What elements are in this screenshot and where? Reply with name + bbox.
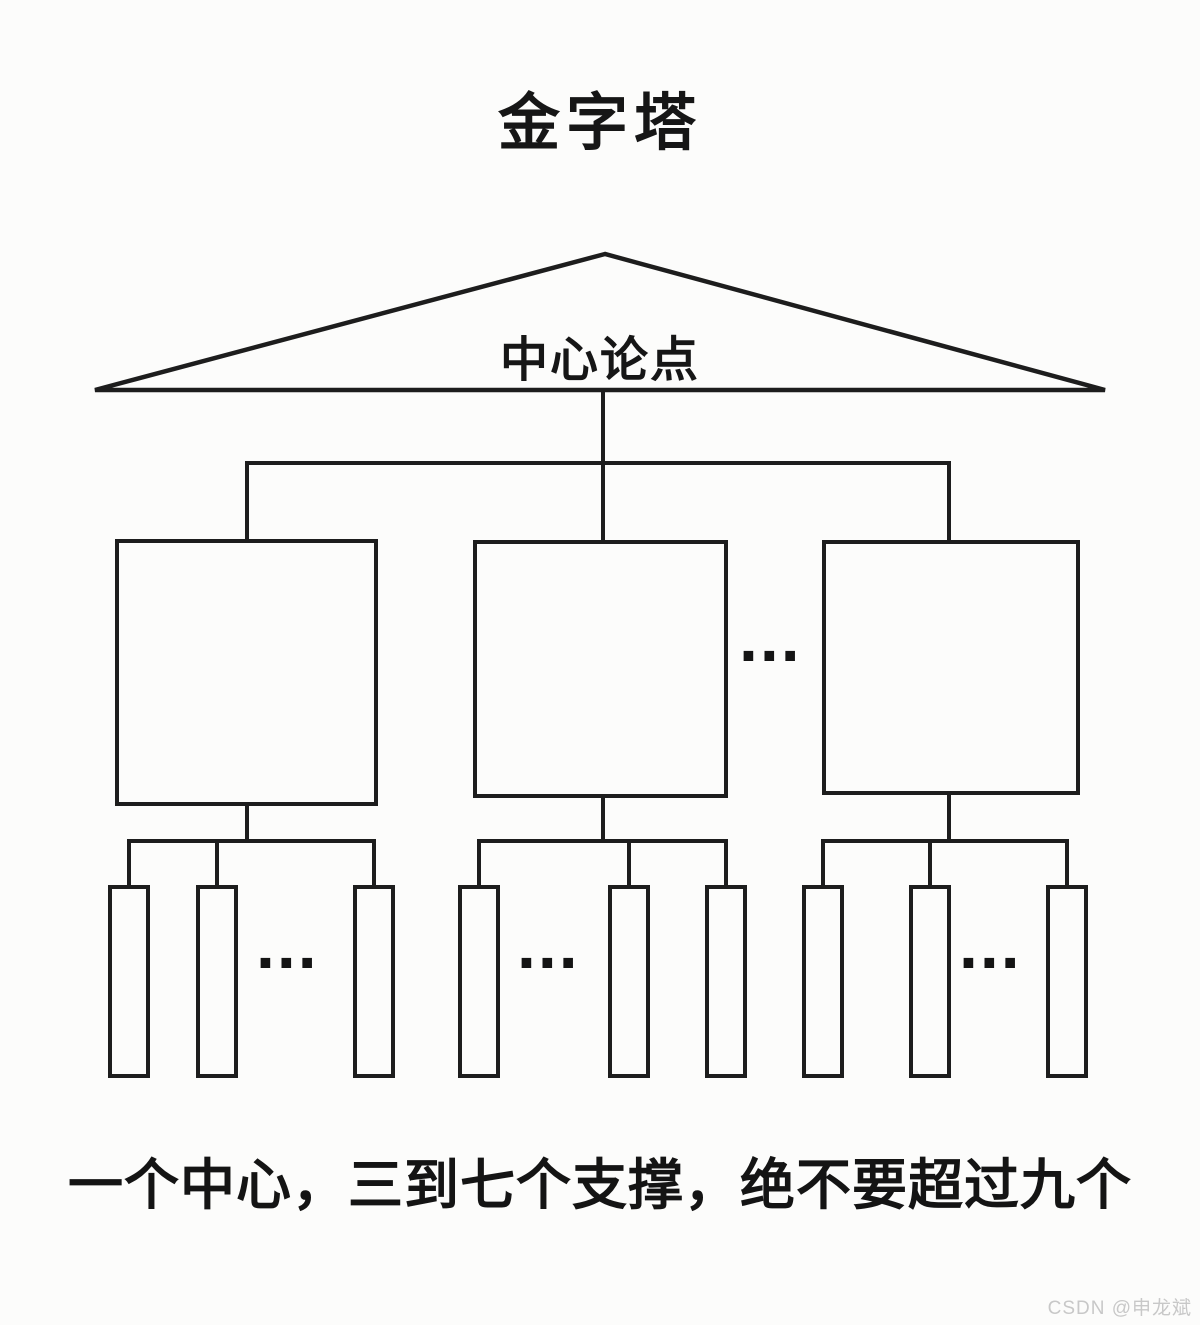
caption: 一个中心，三到七个支撑，绝不要超过九个 [67, 1154, 1132, 1216]
ellipsis-group3: ... [959, 907, 1022, 983]
connector-level2-right-dropper [947, 461, 951, 542]
branch-box-2 [473, 540, 728, 798]
support-bar-1-2 [196, 885, 238, 1078]
group3-horizontal [821, 839, 1069, 843]
connector-trunk [601, 390, 605, 542]
support-bar-1-1 [108, 885, 150, 1078]
group1-dropper-2 [215, 839, 219, 887]
group3-stem [947, 791, 951, 843]
support-bar-2-1 [458, 885, 500, 1078]
group1-dropper-1 [127, 839, 131, 887]
group1-dropper-3 [372, 839, 376, 887]
support-bar-3-3 [1046, 885, 1088, 1078]
watermark: CSDN @申龙斌 [1047, 1298, 1192, 1319]
pyramid-triangle [94, 251, 1106, 393]
support-bar-2-2 [608, 885, 650, 1078]
branch-box-3 [822, 540, 1080, 795]
ellipsis-boxes: ... [739, 600, 802, 676]
group3-dropper-2 [928, 839, 932, 887]
group2-dropper-2 [627, 839, 631, 887]
ellipsis-group2: ... [517, 907, 580, 983]
group2-dropper-3 [724, 839, 728, 887]
support-bar-3-1 [802, 885, 844, 1078]
group3-dropper-3 [1065, 839, 1069, 887]
connector-level2-left-dropper [245, 461, 249, 542]
connector-level2-horizontal [245, 461, 951, 465]
group1-stem [245, 802, 249, 843]
ellipsis-group1: ... [256, 907, 319, 983]
triangle-outline [94, 251, 1106, 393]
support-bar-2-3 [705, 885, 747, 1078]
support-bar-1-3 [353, 885, 395, 1078]
group3-dropper-1 [821, 839, 825, 887]
branch-box-1 [115, 539, 378, 806]
diagram-title: 金字塔 [497, 89, 702, 158]
group2-stem [601, 794, 605, 843]
group1-horizontal [127, 839, 376, 843]
group2-horizontal [477, 839, 728, 843]
group2-dropper-1 [477, 839, 481, 887]
support-bar-3-2 [909, 885, 951, 1078]
apex-label: 中心论点 [499, 334, 700, 387]
